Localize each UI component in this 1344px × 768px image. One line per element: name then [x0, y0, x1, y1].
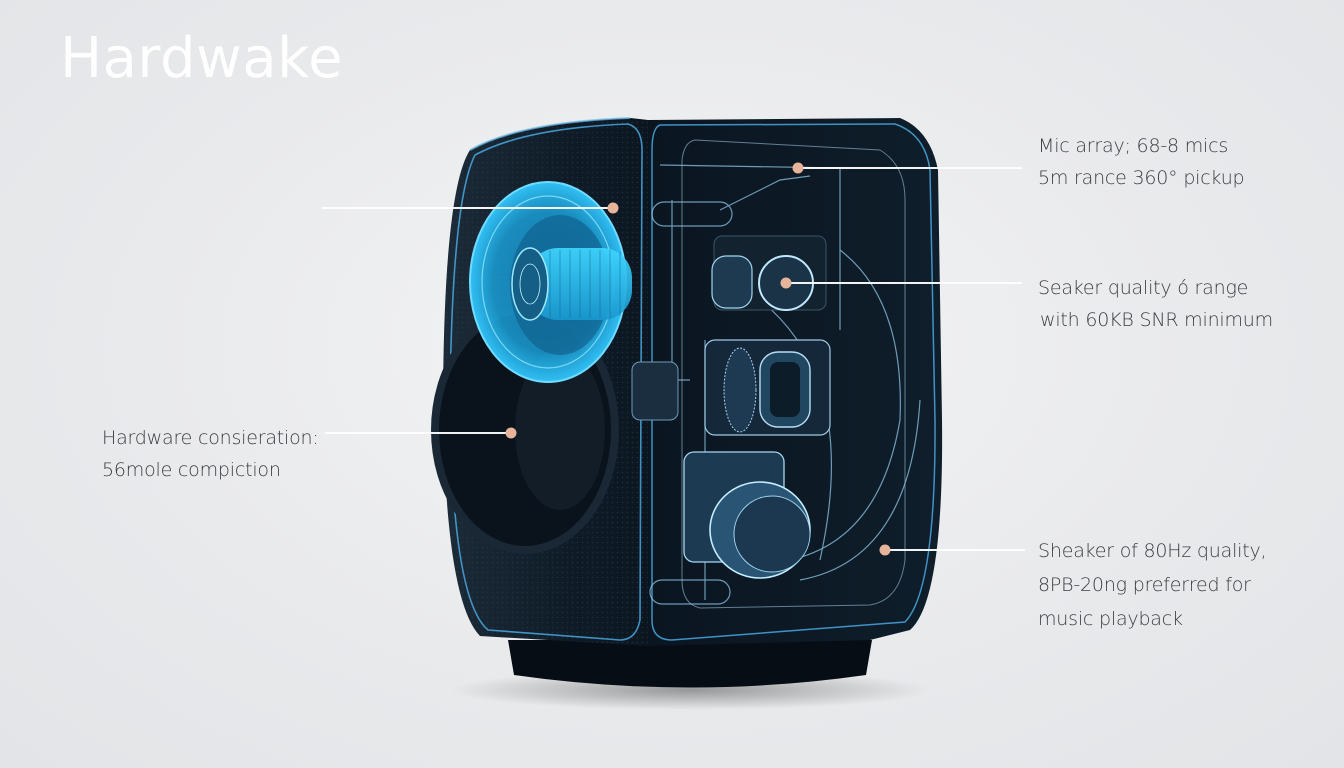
callout-label-speaker-80hz: Sheaker of 80Hz quality, 8PB-20ng prefer… — [1038, 534, 1267, 636]
callout-dot-icon — [780, 277, 792, 289]
callout-label-speaker-quality: Seaker quality ó range with 60KB SNR mi… — [1038, 272, 1273, 336]
callout-dot-icon — [607, 202, 619, 214]
speaker-base — [508, 640, 872, 688]
callout-dot-icon — [792, 162, 804, 174]
highlighted-driver — [469, 181, 632, 383]
callout-text-line: 8PB-20ng preferred for — [1038, 574, 1251, 596]
callout-dot-icon — [505, 427, 517, 439]
callout-text-line: Sheaker of 80Hz quality, — [1038, 540, 1267, 562]
callout-text-line: Seaker quality ó range — [1038, 277, 1249, 299]
callout-text-line: music playback — [1038, 608, 1183, 630]
callout-dot-icon — [879, 544, 891, 556]
callout-text-line: with 60KB SNR minimum — [1040, 309, 1273, 331]
callout-text-line: Mic array; 68-8 mics — [1038, 135, 1229, 157]
connector — [631, 361, 679, 421]
callout-text-line: Hardware consieration: — [102, 427, 319, 449]
callout-label-mic-array: Mic array; 68-8 mics 5m rance 360° picku… — [1038, 130, 1245, 194]
bottom-driver — [683, 451, 811, 579]
callout-label-hardware: Hardware consieration: 56mole compiction — [102, 422, 319, 486]
page-title: Hardwake — [60, 26, 344, 91]
callout-text-line: 56mole compiction — [102, 459, 281, 481]
callout-text-line: 5m rance 360° pickup — [1038, 167, 1245, 189]
square-driver — [704, 339, 831, 436]
